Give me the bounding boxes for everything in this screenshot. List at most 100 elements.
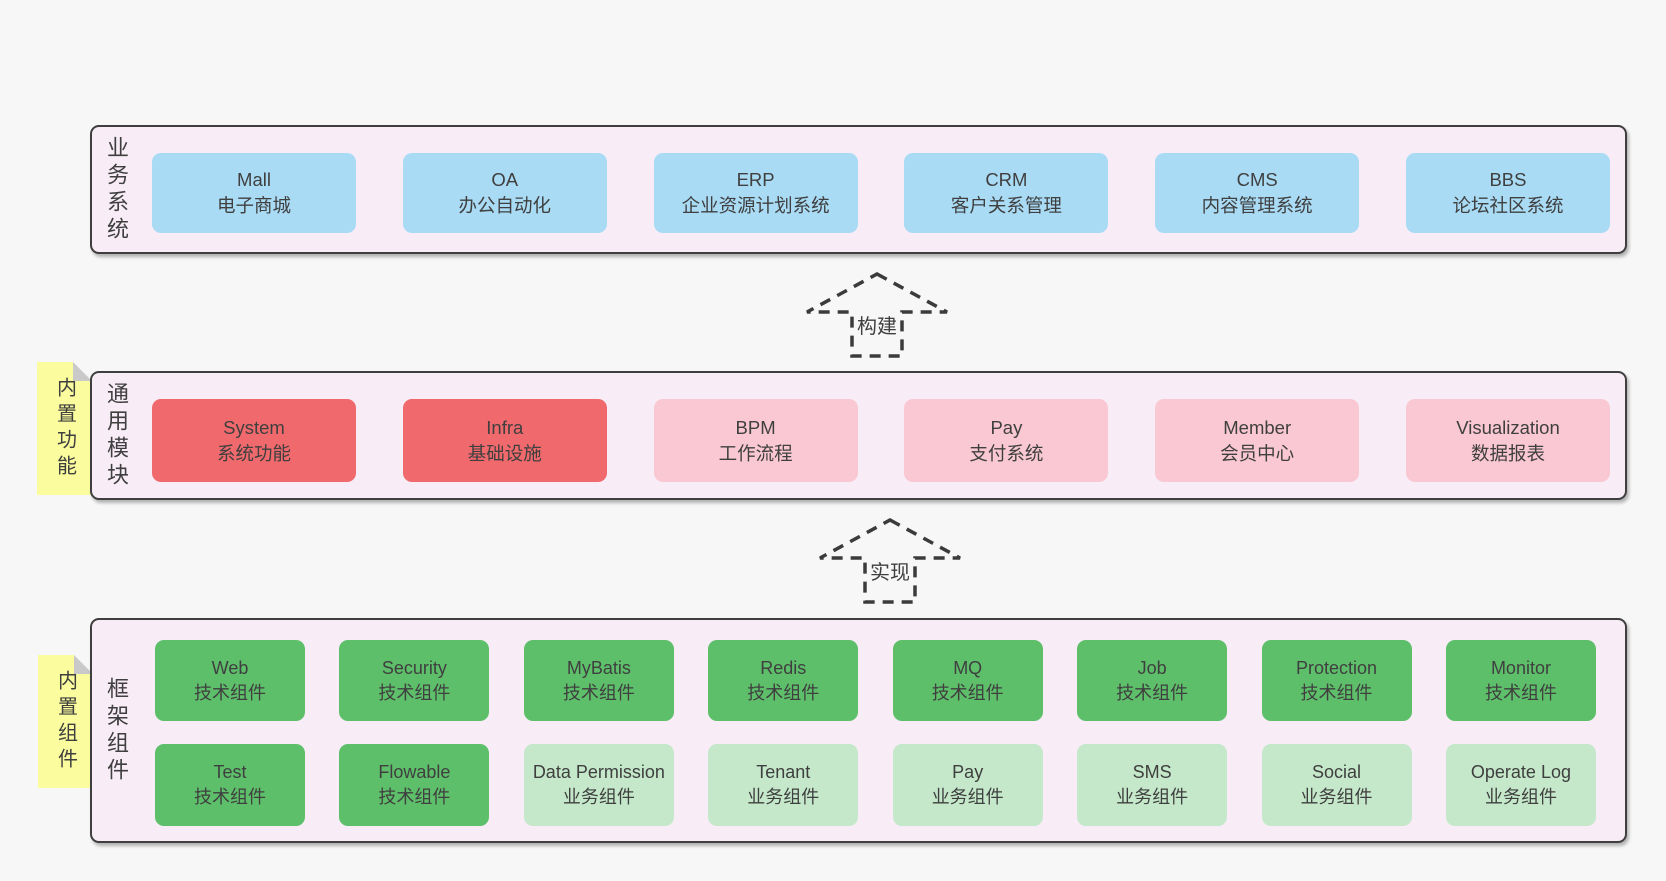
panel-modules-label: 通用模块: [104, 381, 129, 490]
box-mq: MQ 技术组件: [892, 640, 1043, 721]
sticky-note-text: 内置功能: [53, 376, 76, 481]
panel-common-modules: 通用模块 System 系统功能 Infra 基础设施 BPM 工作流程 Pay 支付系统 Me…: [90, 371, 1627, 500]
box-tenant: Tenant 业务组件: [708, 744, 859, 826]
box-row: Mall 电子商城 OA 办公自动化 ERP 企业资源计划系统 CRM 客户关系管理 CMS 内容…: [152, 153, 1610, 233]
box-cms: CMS 内容管理系统: [1155, 153, 1360, 233]
box-title: Test: [213, 762, 247, 783]
box-system: System 系统功能: [152, 399, 356, 482]
box-member: Member 会员中心: [1155, 399, 1360, 482]
arrow-build-label: 构建: [854, 310, 900, 339]
box-title: Tenant: [756, 762, 811, 783]
box-infra: Infra 基础设施: [402, 399, 607, 482]
box-title: System: [223, 416, 285, 438]
box-title: Pay: [990, 416, 1023, 438]
box-row: System 系统功能 Infra 基础设施 BPM 工作流程 Pay 支付系统 Member 会…: [152, 399, 1610, 482]
box-mall: Mall 电子商城: [152, 153, 356, 233]
box-protection: Protection 技术组件: [1261, 640, 1412, 721]
box-bpm: BPM 工作流程: [653, 399, 858, 482]
box-title: Security: [381, 657, 447, 678]
box-job: Job 技术组件: [1077, 640, 1228, 721]
box-subtitle: 技术组件: [1300, 682, 1373, 703]
box-subtitle: 业务组件: [931, 787, 1004, 807]
box-title: Mall: [237, 169, 271, 191]
box-title: BBS: [1489, 169, 1527, 191]
box-subtitle: 技术组件: [1484, 682, 1557, 703]
box-subtitle: 业务组件: [747, 787, 820, 807]
box-subtitle: 技术组件: [378, 682, 451, 703]
panel-components-label: 框架组件: [104, 676, 129, 785]
box-subtitle: 技术组件: [931, 682, 1004, 703]
box-visualization: Visualization 数据报表: [1405, 399, 1610, 482]
box-title: CRM: [985, 169, 1028, 191]
box-title: Data Permission: [532, 762, 665, 783]
box-bbs: BBS 论坛社区系统: [1405, 153, 1610, 233]
box-title: Protection: [1296, 657, 1378, 678]
box-subtitle: 技术组件: [194, 787, 266, 807]
box-pay: Pay 支付系统: [904, 399, 1109, 482]
arrow-implement-label: 实现: [867, 556, 913, 585]
box-title: Job: [1137, 657, 1167, 678]
box-title: BPM: [735, 416, 776, 438]
box-subtitle: 客户关系管理: [950, 195, 1062, 216]
box-title: Infra: [486, 416, 524, 438]
box-subtitle: 业务组件: [1484, 787, 1557, 807]
box-data-permission: Data Permission 业务组件: [523, 744, 674, 826]
box-title: Member: [1223, 416, 1292, 438]
box-subtitle: 工作流程: [718, 442, 793, 464]
box-title: Visualization: [1456, 416, 1560, 438]
box-subtitle: 业务组件: [1300, 787, 1373, 807]
box-subtitle: 内容管理系统: [1201, 195, 1313, 216]
box-subtitle: 系统功能: [216, 442, 291, 464]
box-subtitle: 办公自动化: [458, 195, 552, 216]
box-title: OA: [491, 169, 519, 191]
sticky-note-built-in-features: 内置功能: [37, 362, 92, 495]
box-title: Monitor: [1490, 657, 1551, 678]
sticky-note-text: 内置组件: [54, 669, 77, 774]
box-subtitle: 基础设施: [467, 442, 542, 464]
box-title: Social: [1312, 762, 1362, 783]
box-erp: ERP 企业资源计划系统: [653, 153, 858, 233]
box-subtitle: 数据报表: [1470, 442, 1545, 464]
box-security: Security 技术组件: [339, 640, 490, 721]
box-title: ERP: [736, 169, 775, 191]
box-title: CMS: [1236, 169, 1278, 191]
box-subtitle: 支付系统: [969, 442, 1044, 464]
box-title: Flowable: [378, 762, 451, 783]
panel-business-systems: 业务系统 Mall 电子商城 OA 办公自动化 ERP 企业资源计划系统 CRM 客户关系管理…: [90, 125, 1627, 254]
box-subtitle: 论坛社区系统: [1452, 195, 1564, 216]
box-subtitle: 技术组件: [194, 682, 266, 703]
box-subtitle: 业务组件: [1116, 787, 1189, 807]
box-sms: SMS 业务组件: [1077, 744, 1228, 826]
box-subtitle: 企业资源计划系统: [681, 195, 830, 216]
box-test: Test 技术组件: [155, 744, 305, 826]
arrow-build: 构建: [805, 272, 949, 358]
box-subtitle: 会员中心: [1220, 442, 1295, 464]
box-subtitle: 电子商城: [216, 195, 291, 216]
box-title: MQ: [953, 657, 983, 678]
box-crm: CRM 客户关系管理: [904, 153, 1109, 233]
box-title: Web: [211, 657, 249, 678]
box-title: Redis: [760, 657, 807, 678]
box-pay: Pay 业务组件: [892, 744, 1043, 826]
sticky-note-built-in-components: 内置组件: [38, 655, 93, 788]
box-subtitle: 技术组件: [1116, 682, 1189, 703]
box-title: Pay: [952, 762, 984, 783]
box-monitor: Monitor 技术组件: [1445, 640, 1596, 721]
box-title: MyBatis: [566, 657, 631, 678]
box-title: Operate Log: [1470, 762, 1571, 783]
box-web: Web 技术组件: [155, 640, 305, 721]
box-title: SMS: [1132, 762, 1172, 783]
block-arrow-up-icon: [819, 518, 961, 604]
box-oa: OA 办公自动化: [402, 153, 607, 233]
box-subtitle: 业务组件: [562, 787, 635, 807]
arrow-implement: 实现: [818, 518, 962, 604]
panel-business-label: 业务系统: [104, 135, 129, 244]
box-operate-log: Operate Log 业务组件: [1445, 744, 1596, 826]
box-subtitle: 技术组件: [747, 682, 820, 703]
